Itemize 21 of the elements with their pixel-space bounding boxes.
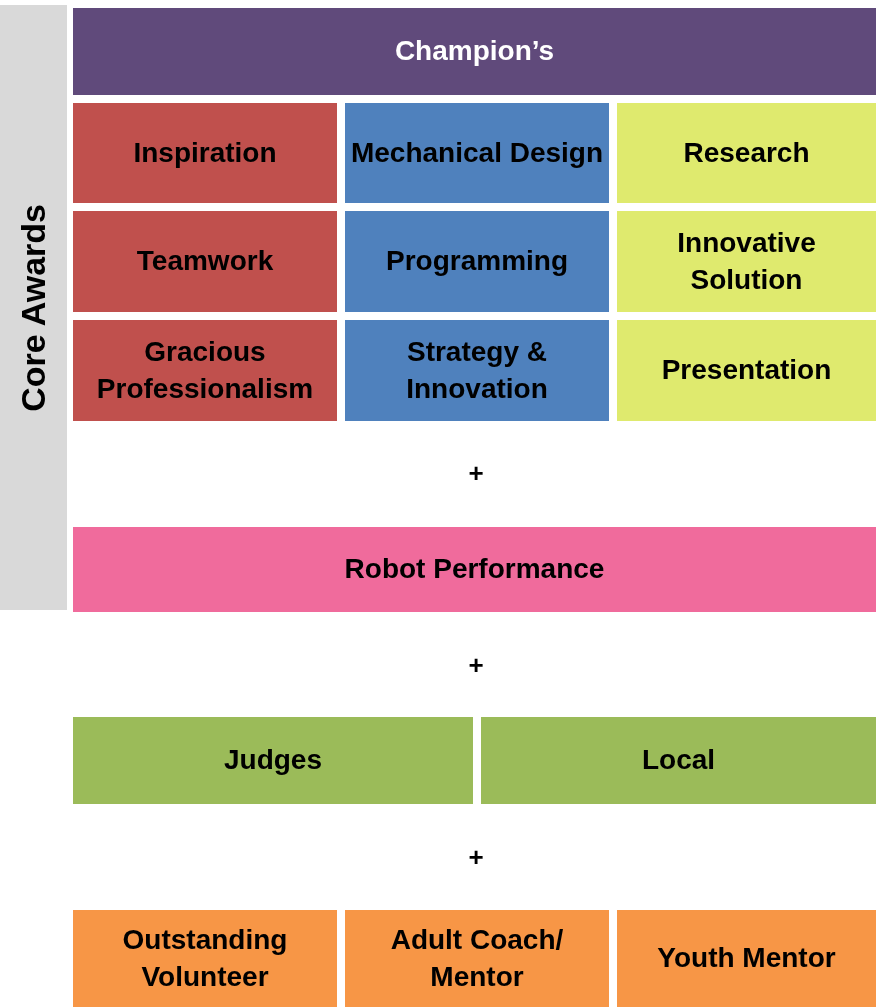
award-tile: Mechanical Design <box>345 103 609 203</box>
award-tile: Youth Mentor <box>617 910 876 1007</box>
award-tile: Adult Coach/ Mentor <box>345 910 609 1007</box>
award-tile: Inspiration <box>73 103 337 203</box>
award-tile: Outstanding Volunteer <box>73 910 337 1007</box>
award-tile: Research <box>617 103 876 203</box>
award-tile: Local <box>481 717 876 804</box>
award-tile: Judges <box>73 717 473 804</box>
award-tile: Gracious Professionalism <box>73 320 337 421</box>
plus-sign: + <box>468 650 484 681</box>
award-tile: Strategy & Innovation <box>345 320 609 421</box>
award-tile: Innovative Solution <box>617 211 876 312</box>
award-tile: Champion’s <box>73 8 876 95</box>
award-tile: Programming <box>345 211 609 312</box>
band-title: Core Awards <box>13 203 54 412</box>
plus-sign: + <box>468 458 484 489</box>
side-band <box>0 5 67 610</box>
award-tile: Teamwork <box>73 211 337 312</box>
plus-sign: + <box>468 842 484 873</box>
award-tile: Presentation <box>617 320 876 421</box>
award-tile: Robot Performance <box>73 527 876 612</box>
